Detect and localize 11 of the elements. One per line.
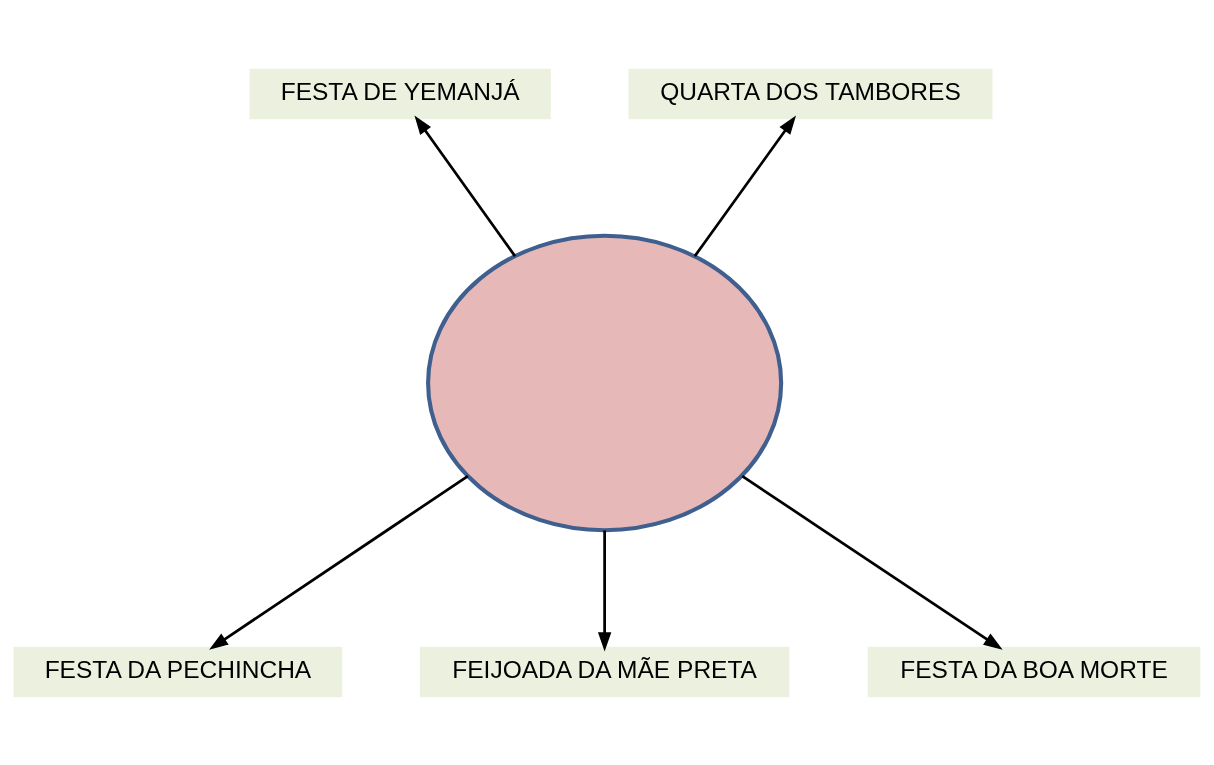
arrow bbox=[209, 474, 469, 650]
node-box: FEIJOADA DA MÃE PRETA bbox=[419, 646, 790, 697]
arrow bbox=[693, 114, 797, 257]
node-box: QUARTA DOS TAMBORES bbox=[628, 68, 993, 119]
arrow bbox=[741, 474, 1003, 650]
arrow bbox=[597, 529, 612, 651]
node-box: FESTA DA PECHINCHA bbox=[13, 646, 343, 697]
arrow bbox=[414, 114, 517, 257]
node-box: FESTA DA BOA MORTE bbox=[867, 646, 1201, 697]
node-circle bbox=[426, 233, 784, 532]
node-box: FESTA DE YEMANJÁ bbox=[249, 68, 551, 119]
